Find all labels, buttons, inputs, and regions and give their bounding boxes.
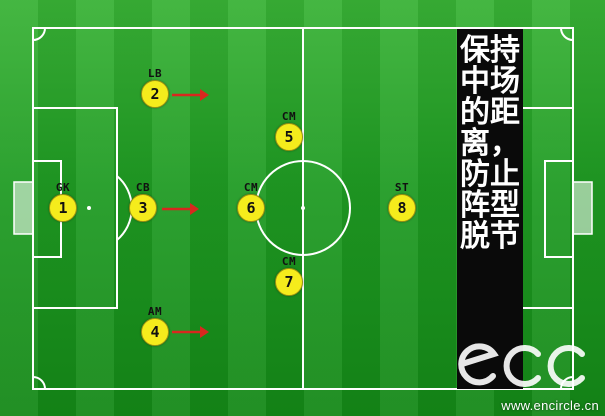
watermark-url: www.encircle.cn — [501, 398, 599, 413]
player-number: 5 — [275, 123, 303, 151]
player-cm-7: CM 7 — [209, 256, 369, 296]
player-am: AM 4 — [75, 306, 235, 346]
player-role: GK — [55, 181, 71, 194]
center-spot — [301, 206, 305, 210]
player-cb: CB 3 — [63, 182, 223, 222]
player-number: 6 — [237, 194, 265, 222]
player-role: ST — [394, 181, 410, 194]
player-number: 4 — [141, 318, 169, 346]
player-role: AM — [147, 305, 163, 318]
left-goal — [13, 181, 34, 235]
arrow-right-icon — [162, 203, 199, 215]
player-role: CB — [135, 181, 151, 194]
player-number: 2 — [141, 80, 169, 108]
caption-banner: 保持中场的距离，防止阵型脱节 — [457, 29, 523, 389]
corner-arc-top-right — [560, 27, 574, 41]
caption-text: 保持中场的距离，防止阵型脱节 — [460, 33, 520, 254]
left-penalty-spot — [87, 206, 91, 210]
player-role: CM — [281, 110, 297, 123]
player-role: LB — [147, 67, 163, 80]
corner-arc-top-left — [32, 27, 46, 41]
corner-arc-bottom-left — [32, 376, 46, 390]
player-lb: LB 2 — [75, 68, 235, 108]
player-cm-6: CM 6 — [171, 182, 331, 222]
player-number: 1 — [49, 194, 77, 222]
player-number: 3 — [129, 194, 157, 222]
player-st: ST 8 — [322, 182, 482, 222]
player-number: 8 — [388, 194, 416, 222]
right-goal — [572, 181, 593, 235]
player-number: 7 — [275, 268, 303, 296]
ecc-logo — [458, 343, 585, 387]
arrow-right-icon — [172, 326, 209, 338]
player-role: CM — [243, 181, 259, 194]
player-cm-5: CM 5 — [209, 111, 369, 151]
arrow-right-icon — [172, 89, 209, 101]
player-role: CM — [281, 255, 297, 268]
player-gk: GK 1 — [0, 182, 143, 222]
right-goal-area — [544, 160, 574, 258]
